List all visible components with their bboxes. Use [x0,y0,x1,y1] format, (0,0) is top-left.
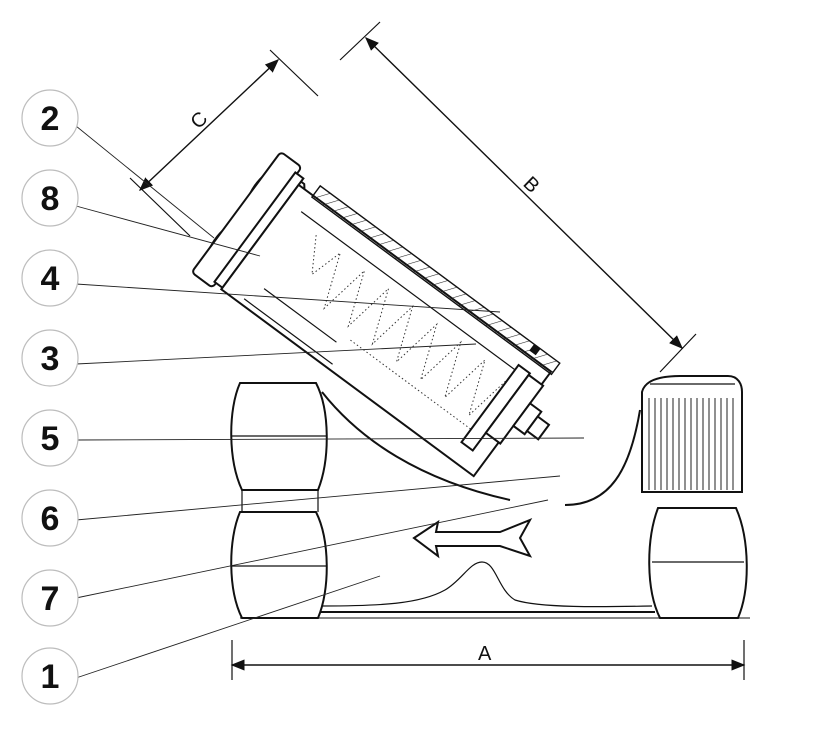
callout-5: 5 [21,409,79,467]
leader-2 [75,125,215,239]
callout-5-label: 5 [41,420,60,458]
callout-7: 7 [21,569,79,627]
callout-7-label: 7 [41,580,60,618]
callout-6-label: 6 [41,500,60,538]
callout-3: 3 [21,329,79,387]
callout-2-label: 2 [41,100,60,138]
callout-4: 4 [21,249,79,307]
callout-4-label: 4 [41,260,60,298]
dimension-a-label: A [478,643,492,665]
leader-5 [75,437,585,441]
leader-8 [75,205,261,257]
leader-6 [75,475,561,521]
callout-1-label: 1 [41,658,60,696]
leader-7 [75,499,549,599]
leader-1 [75,575,381,679]
callout-6: 6 [21,489,79,547]
dimension-a: A [230,640,746,680]
right-port-nut [648,507,748,619]
valve-body [240,391,750,619]
callout-3-label: 3 [41,340,60,378]
callout-8: 8 [21,169,79,227]
leader-3 [75,343,477,365]
left-port-nut-lower [230,490,328,619]
left-port-nut-upper [230,382,328,491]
leader-lines [75,125,585,679]
leader-4 [75,283,501,313]
callout-1: 1 [21,647,79,705]
callout-2: 2 [21,89,79,147]
callout-8-label: 8 [41,180,60,218]
flow-arrow [412,518,533,559]
dimension-b-label: B [519,173,544,198]
right-port-thread [641,375,743,493]
dimension-c-label: C [187,108,213,134]
